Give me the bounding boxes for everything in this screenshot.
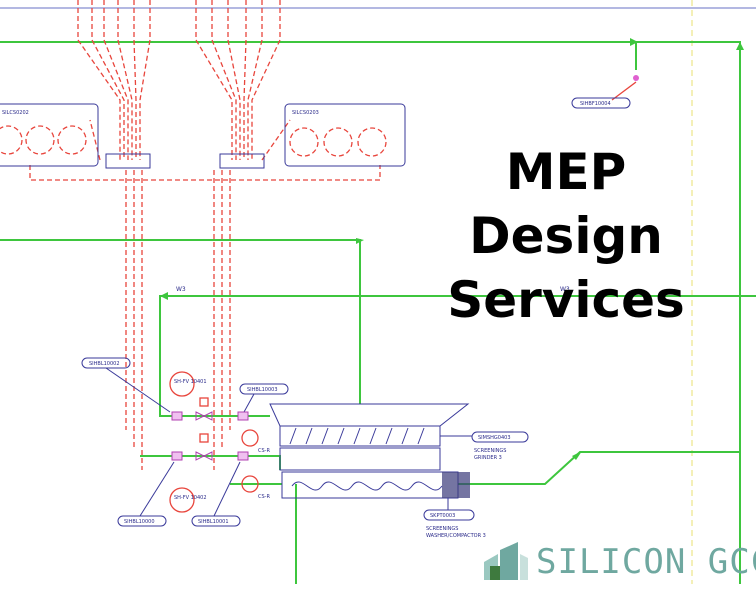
- valve-tag-upper-right-text: SIHBL10003: [247, 387, 278, 393]
- panel-right-tag: SILCS0203: [292, 110, 319, 116]
- headline: MEP Design Services: [406, 140, 726, 332]
- control-panel-left: [0, 103, 99, 167]
- valve-tag-upper-text: SIHBL10002: [89, 361, 120, 367]
- top-right-instrument: [571, 75, 639, 109]
- logo-text: SILICON GCC: [536, 542, 756, 582]
- valve-actuator-mid: [199, 433, 209, 443]
- valve-tag-lower-right-text: SIHBL10001: [198, 519, 229, 525]
- pump-lower: [241, 475, 259, 493]
- compactor-desc1: SCREENINGS: [426, 526, 458, 532]
- headline-line-1: MEP Design: [469, 143, 663, 265]
- flow-valve-lower-text: SH-FV 10402: [174, 495, 207, 501]
- valve-tag-upper: [81, 357, 171, 413]
- valve-tag-lower-left-text: SIHBL10000: [124, 519, 155, 525]
- control-panel-right: [284, 103, 406, 167]
- company-logo: SILICON GCC: [480, 540, 756, 584]
- flow-valve-upper: [169, 371, 195, 397]
- washer-compactor: [279, 447, 475, 521]
- compactor-desc2: WASHER/COMPACTOR 3: [426, 533, 486, 539]
- valve-tag-lower-right: [191, 461, 241, 527]
- logo-building-icon: [484, 542, 528, 580]
- valve-actuator-upper: [199, 397, 209, 407]
- grinder-desc2: GRINDER 3: [474, 455, 502, 461]
- inline-valves: [171, 411, 249, 461]
- junction-box-right: [219, 153, 265, 169]
- cs-upper-label: CS-R: [258, 448, 270, 454]
- valve-tag-upper-right: [239, 383, 289, 413]
- signal-lines: [29, 0, 381, 470]
- junction-box-left: [105, 153, 151, 169]
- line-w3-right: W3: [560, 286, 570, 293]
- grinder-desc1: SCREENINGS: [474, 448, 506, 454]
- pump-upper: [241, 429, 259, 447]
- headline-line-2: Services: [447, 271, 685, 329]
- panel-left-tag: SILCS0202: [2, 110, 29, 116]
- line-w3-left: W3: [176, 286, 186, 293]
- flow-valve-lower: [169, 487, 195, 513]
- valve-tag-lower-left: [117, 461, 175, 527]
- compactor-tag: SKPT0003: [430, 513, 455, 519]
- flow-valve-upper-text: SH-FV 10401: [174, 379, 207, 385]
- grinder-tag: SIMSHG0403: [478, 435, 511, 441]
- screenings-grinder: [269, 403, 529, 447]
- cs-lower-label: CS-R: [258, 494, 270, 500]
- top-right-tag: SIHBF10004: [580, 101, 611, 107]
